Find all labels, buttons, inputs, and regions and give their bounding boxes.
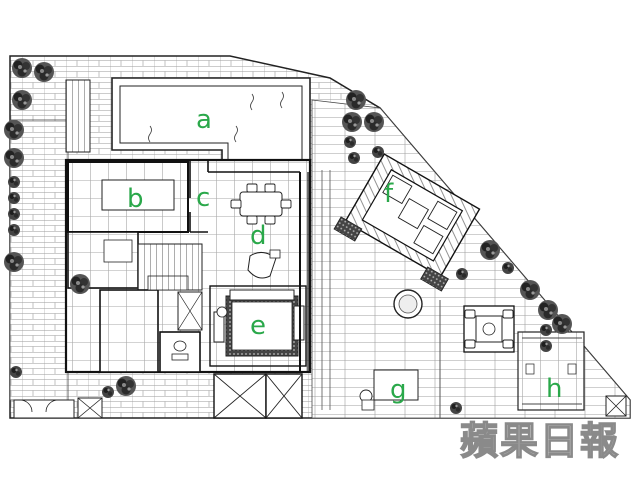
patio-h bbox=[517, 331, 627, 417]
round-planter bbox=[393, 289, 423, 319]
pavilion bbox=[333, 153, 481, 292]
zone-label-a: a bbox=[196, 105, 212, 135]
swimming-pool bbox=[111, 77, 311, 169]
pergola-table bbox=[463, 305, 515, 353]
watermark: 蘋果日報 bbox=[460, 419, 620, 463]
zone-label-g: g bbox=[390, 375, 407, 405]
zone-label-f: f bbox=[384, 179, 394, 209]
zone-label-c: c bbox=[196, 183, 210, 213]
zone-label-d: d bbox=[250, 221, 267, 251]
zone-label-e: e bbox=[250, 311, 266, 341]
house bbox=[64, 158, 312, 374]
zone-label-h: h bbox=[546, 374, 562, 404]
bottom-structures bbox=[213, 373, 303, 419]
outdoor-seating bbox=[359, 369, 419, 411]
zone-label-b: b bbox=[127, 184, 144, 214]
zone-labels: a b c d e f g h bbox=[127, 105, 562, 405]
left-garden-strip bbox=[9, 79, 103, 419]
